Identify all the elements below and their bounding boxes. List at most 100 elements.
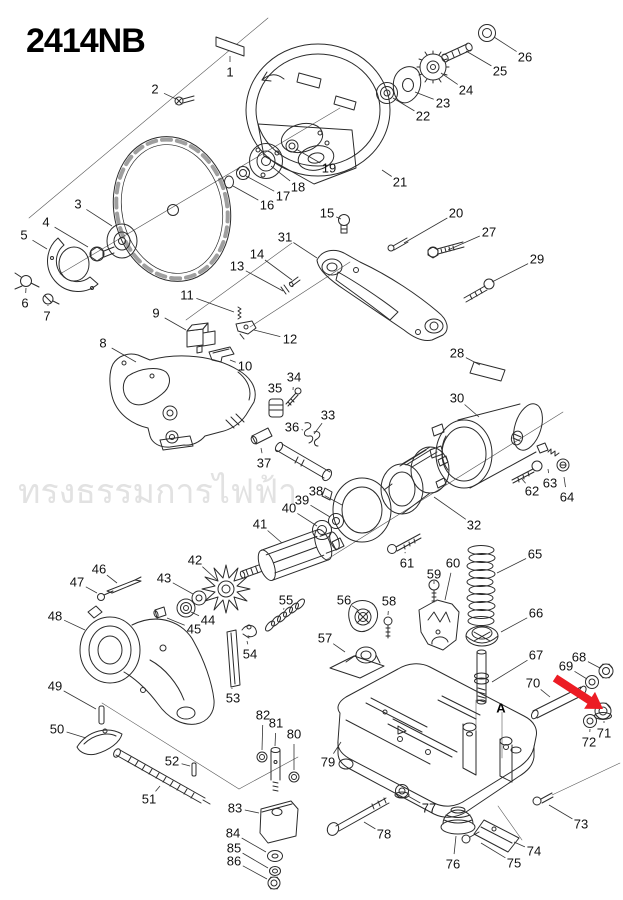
part-number-15: 15	[320, 206, 334, 221]
fan-42-drawing	[201, 564, 251, 614]
leader-line-51	[155, 785, 161, 792]
leader-line-66	[500, 617, 528, 633]
nut-77-drawing	[394, 784, 410, 799]
washer-69-drawing	[585, 675, 599, 689]
bolt-29-drawing	[463, 278, 495, 303]
leader-line-32	[433, 496, 467, 520]
gear-housing-48-drawing	[79, 605, 215, 725]
leader-lines	[25, 36, 605, 880]
leader-line-46	[106, 574, 118, 584]
outer-flange-18-drawing	[249, 143, 283, 179]
leader-line-40	[297, 513, 318, 527]
leader-line-43	[172, 582, 194, 595]
part-number-33: 33	[321, 408, 335, 423]
cam-56-drawing	[348, 600, 379, 633]
leader-line-18	[270, 165, 291, 182]
brush-63-drawing	[536, 442, 560, 457]
leader-line-27	[447, 235, 480, 251]
leader-line-39	[310, 504, 331, 518]
spindle-67-drawing	[474, 649, 489, 705]
part-number-68: 68	[572, 650, 586, 665]
leader-line-86	[242, 865, 268, 880]
pin-45-drawing	[153, 606, 167, 619]
leader-line-77	[407, 795, 421, 804]
bolt-78-drawing	[326, 797, 390, 836]
washer-43-drawing	[191, 590, 207, 606]
leader-line-16	[232, 185, 259, 201]
wheel-cover-5-drawing	[47, 237, 99, 292]
pin-14-drawing	[288, 276, 301, 288]
part-number-38: 38	[309, 484, 323, 499]
part-number-7: 7	[43, 309, 50, 324]
part-number-18: 18	[291, 180, 305, 195]
leader-line-25	[465, 50, 492, 67]
part-number-9: 9	[152, 306, 159, 321]
pin-49-drawing	[98, 705, 105, 725]
leader-line-26	[493, 36, 517, 52]
part-number-6: 6	[21, 296, 28, 311]
part-number-76: 76	[446, 857, 460, 872]
part-number-11: 11	[180, 288, 194, 303]
part-number-31: 31	[278, 230, 292, 245]
nut-19-drawing	[285, 139, 299, 153]
part-number-74: 74	[527, 844, 541, 859]
shaft-37-drawing	[274, 441, 333, 482]
part-number-73: 73	[574, 817, 588, 832]
part-number-43: 43	[157, 571, 171, 586]
leader-line-30	[464, 404, 480, 418]
leader-line-33	[313, 422, 323, 435]
part-number-49: 49	[48, 679, 62, 694]
part-number-82: 82	[256, 708, 270, 723]
leader-line-64	[563, 476, 566, 488]
leader-line-68	[587, 661, 601, 669]
part-number-25: 25	[493, 64, 507, 79]
leader-line-4	[54, 226, 89, 248]
annotation-a: A	[496, 701, 506, 716]
bolt-27-drawing	[427, 241, 465, 259]
part-number-57: 57	[318, 631, 332, 646]
wing-screw-6-drawing	[14, 272, 40, 290]
part-number-86: 86	[227, 854, 241, 869]
part-number-58: 58	[382, 594, 396, 609]
pin-52-drawing	[191, 762, 197, 777]
leader-line-29	[491, 263, 529, 283]
leader-line-22	[392, 97, 415, 112]
leader-line-3	[86, 209, 113, 227]
handle-8-drawing	[109, 353, 256, 451]
leader-line-11	[196, 298, 235, 313]
part-number-51: 51	[142, 792, 156, 807]
part-number-65: 65	[528, 547, 542, 562]
part-number-84: 84	[226, 826, 240, 841]
wrench-holder-74-drawing	[473, 819, 520, 853]
part-number-69: 69	[559, 659, 573, 674]
leader-line-49	[63, 690, 97, 710]
leader-line-73	[548, 804, 573, 820]
brush-cap-64-drawing	[556, 458, 570, 472]
clamp-plate-50-drawing	[76, 728, 123, 756]
cutoff-wheel-3-drawing	[112, 136, 232, 282]
leader-line-54	[246, 640, 249, 645]
leader-line-75	[480, 842, 506, 859]
stator-32-drawing	[380, 446, 450, 515]
screw-47-drawing	[97, 590, 114, 601]
leader-line-17	[245, 175, 275, 192]
leader-line-57	[332, 643, 346, 653]
nut-82-drawing	[256, 751, 268, 763]
part-number-3: 3	[74, 197, 81, 212]
part-number-46: 46	[92, 562, 106, 577]
part-number-24: 24	[459, 83, 473, 98]
leader-line-37	[260, 447, 263, 454]
leader-line-28	[465, 357, 481, 366]
inner-flange-4-drawing	[89, 223, 138, 262]
part-number-45: 45	[187, 622, 201, 637]
terminal-block-35-drawing	[268, 398, 284, 418]
part-number-1: 1	[226, 65, 233, 80]
leader-line-15	[336, 216, 342, 220]
bolt-62-drawing	[511, 460, 543, 484]
model-title: 2414NB	[26, 22, 146, 60]
leader-line-70	[540, 689, 551, 698]
screw-73-drawing	[532, 792, 554, 806]
screw-2-drawing	[174, 95, 195, 106]
leader-line-63	[547, 468, 549, 474]
